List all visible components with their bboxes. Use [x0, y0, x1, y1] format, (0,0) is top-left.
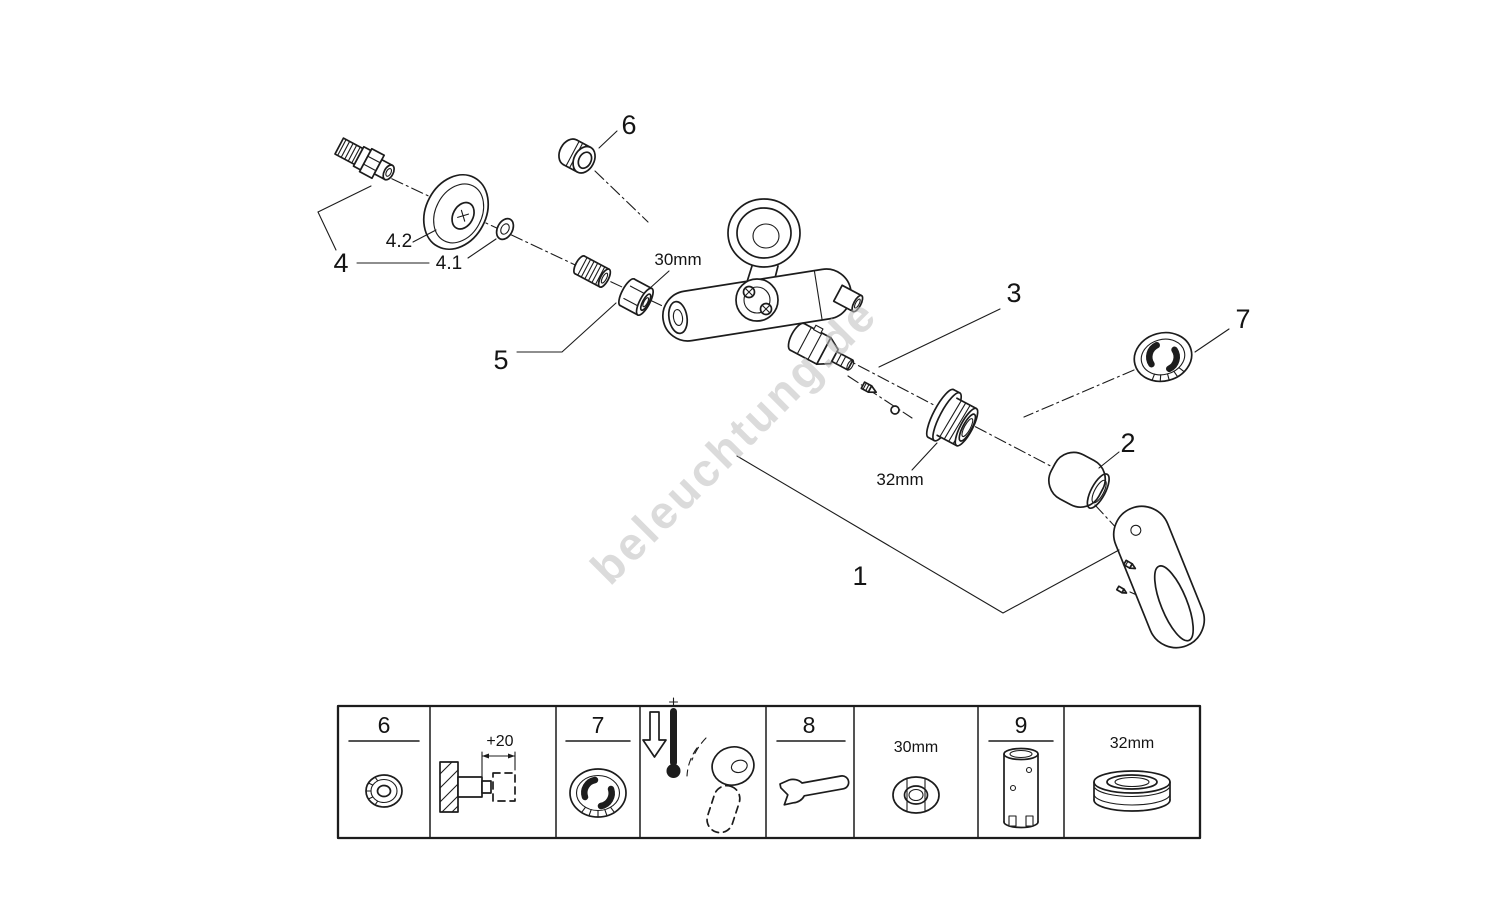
- dimension-32mm: 32mm: [876, 470, 923, 489]
- nut-icon: [892, 776, 940, 814]
- part-cap-2: [1048, 451, 1110, 509]
- leader-lines: [317, 130, 1230, 614]
- wall-mounting-icon: [439, 751, 516, 813]
- legend-table: 6: [336, 697, 1202, 840]
- callout-1: 1: [852, 561, 867, 591]
- socket-tool-icon: [1003, 747, 1039, 829]
- part-escutcheon: [422, 173, 490, 251]
- part-lever-handle: [1112, 505, 1206, 649]
- legend-nut-dim: 30mm: [894, 739, 938, 756]
- legend-part8-number: 8: [803, 712, 816, 738]
- callout-4-2: 4.2: [386, 231, 412, 252]
- legend-part7-number: 7: [592, 712, 605, 738]
- callout-5: 5: [493, 345, 508, 375]
- adapter-icon: [1093, 770, 1171, 812]
- dimension-30mm: 30mm: [654, 250, 701, 269]
- part-cap-6: [558, 138, 596, 174]
- part-handle-screw-a: [1122, 559, 1137, 570]
- callout-7: 7: [1235, 304, 1250, 334]
- part-cover-cap-7: [1133, 331, 1193, 383]
- dome-cap-icon: [569, 768, 627, 818]
- part-handle-screw-b: [1115, 585, 1128, 594]
- callout-4: 4: [333, 248, 348, 278]
- part-threaded-adapter: [573, 255, 612, 288]
- legend-part9-number: 9: [1015, 712, 1028, 738]
- legend-cell-part6: 6: [348, 712, 420, 808]
- part-union-nut-30mm: [618, 278, 654, 316]
- part-adapter-ring-32mm: [925, 388, 979, 447]
- thermometer-icon: [666, 697, 681, 778]
- callout-6: 6: [621, 110, 636, 140]
- wrench-icon: [779, 775, 850, 806]
- callout-4-1: 4.1: [436, 253, 462, 274]
- legend-adapter-dim: 32mm: [1110, 735, 1154, 752]
- legend-cell-nut-30mm: 30mm: [892, 739, 940, 814]
- part-mixer-body: [662, 198, 864, 342]
- part-s-union-nipple: [334, 137, 395, 181]
- down-arrow-icon: [642, 711, 667, 758]
- part-washer: [495, 217, 515, 241]
- legend-cell-adapter-32mm: 32mm: [1093, 735, 1171, 812]
- part-ball-plug: [890, 405, 900, 415]
- legend-part6-number: 6: [378, 712, 391, 738]
- legend-cell-temperature: [642, 697, 755, 834]
- part-set-screw: [860, 381, 878, 394]
- legend-projection-dim: +20: [486, 733, 513, 750]
- legend-cell-part7: 7: [565, 712, 631, 818]
- body-fixing-screws: [742, 285, 773, 316]
- cap-icon: [365, 774, 403, 808]
- handle-ghost-icon: [686, 737, 755, 834]
- legend-cell-part9: 9: [988, 712, 1054, 829]
- callout-2: 2: [1120, 428, 1135, 458]
- part-cartridge: [787, 322, 855, 371]
- legend-grid: [429, 705, 1065, 839]
- legend-cell-part8: 8: [776, 712, 850, 806]
- legend-cell-wall-projection: +20: [439, 733, 516, 813]
- callout-3: 3: [1006, 278, 1021, 308]
